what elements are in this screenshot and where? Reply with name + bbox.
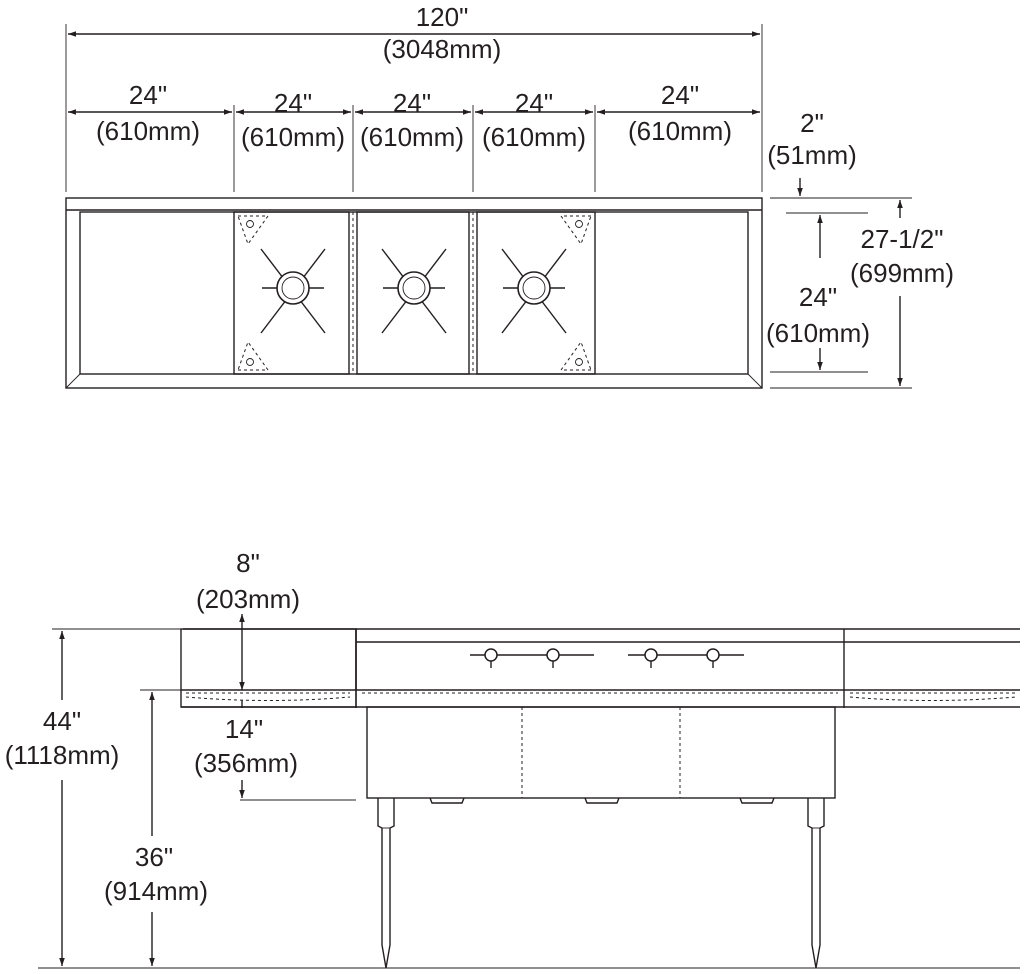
bowl-depth-front-mm: (356mm) (194, 748, 298, 778)
section-4-mm: (610mm) (482, 122, 586, 152)
front-view (38, 614, 1020, 969)
section-1-mm: (610mm) (96, 116, 200, 146)
section-5-mm: (610mm) (628, 116, 732, 146)
top-view (65, 24, 912, 389)
leg-left (377, 798, 395, 969)
section-4-in: 24" (515, 88, 553, 118)
overall-depth-in: 27-1/2" (861, 224, 944, 254)
section-2-in: 24" (274, 88, 312, 118)
overall-width-in: 120" (416, 2, 469, 32)
work-height-mm: (914mm) (104, 876, 208, 906)
bowl-depth-mm: (610mm) (766, 318, 870, 348)
leg-right (807, 798, 825, 969)
backsplash-in: 2" (800, 108, 824, 138)
work-height-in: 36" (135, 842, 173, 872)
bowl-1 (233, 211, 350, 375)
section-1-in: 24" (129, 80, 167, 110)
drain-icon (501, 248, 567, 334)
bowl-depth-in: 24" (799, 282, 837, 312)
overall-depth-mm: (699mm) (850, 258, 954, 288)
overall-height-mm: (1118mm) (5, 740, 120, 770)
section-2-mm: (610mm) (241, 122, 345, 152)
top-view-labels: 120" (3048mm) 24" (610mm) 24" (610mm) 24… (96, 2, 954, 348)
splash-height-mm: (203mm) (196, 584, 300, 614)
section-3-mm: (610mm) (360, 122, 464, 152)
overall-width-mm: (3048mm) (383, 34, 501, 64)
section-5-in: 24" (661, 80, 699, 110)
front-view-labels: 8" (203mm) 14" (356mm) 44" (1118mm) 36" … (5, 548, 300, 906)
section-3-in: 24" (393, 88, 431, 118)
bowl-3 (476, 211, 596, 375)
drain-icon (381, 248, 447, 334)
drain-icon (260, 248, 326, 334)
backsplash-mm: (51mm) (767, 140, 857, 170)
faucet-right-icon (628, 648, 744, 668)
overall-height-in: 44" (43, 706, 81, 736)
splash-height-in: 8" (236, 548, 260, 578)
bowl-depth-front-in: 14" (225, 714, 263, 744)
sink-bowls (366, 706, 836, 799)
bowl-2 (356, 211, 470, 375)
faucet-left-icon (470, 648, 594, 668)
